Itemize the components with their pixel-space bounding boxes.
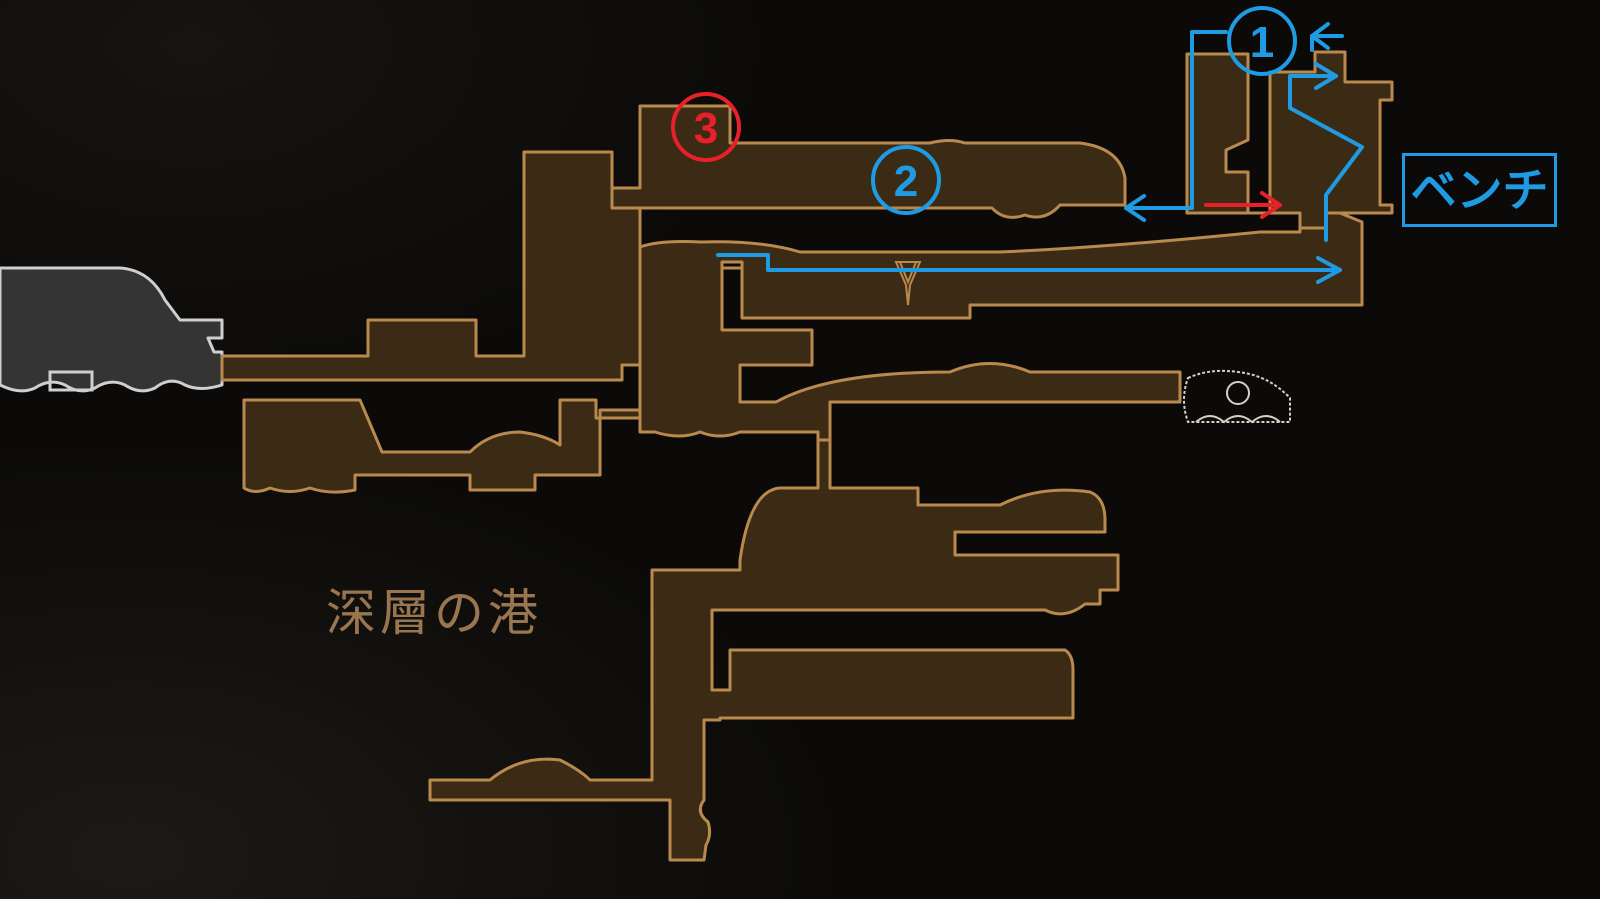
room-upper-corridor xyxy=(610,104,1127,219)
room-lower-left-wing xyxy=(242,398,642,494)
room-lower-chamber xyxy=(428,438,1120,862)
marker-2: 2 xyxy=(871,145,941,215)
marker-1-label: 1 xyxy=(1250,18,1274,67)
shaft-inner-wall xyxy=(722,266,744,318)
unexplored-corridor xyxy=(0,266,224,393)
shell-icon xyxy=(1183,369,1291,424)
room-entrance-corridor xyxy=(220,150,642,382)
marker-3: 3 xyxy=(671,92,741,162)
route-arrowhead-left xyxy=(1124,194,1146,222)
route-main-lower xyxy=(716,253,1342,272)
marker-3-label: 3 xyxy=(694,104,718,153)
unexplored-ledge xyxy=(48,370,94,392)
marker-2-label: 2 xyxy=(894,157,918,206)
marker-1: 1 xyxy=(1227,6,1297,76)
route-bench-path xyxy=(1288,74,1364,242)
area-name: 深層の港 xyxy=(326,584,542,642)
route-arrowhead-top xyxy=(1310,22,1330,50)
route-arrowhead-bench xyxy=(1314,62,1338,90)
route-arrowhead-alternate xyxy=(1260,191,1282,219)
bench-label: ベンチ xyxy=(1402,153,1557,227)
route-arrowhead-lower xyxy=(1316,256,1342,284)
route-drop-left xyxy=(1124,30,1228,210)
